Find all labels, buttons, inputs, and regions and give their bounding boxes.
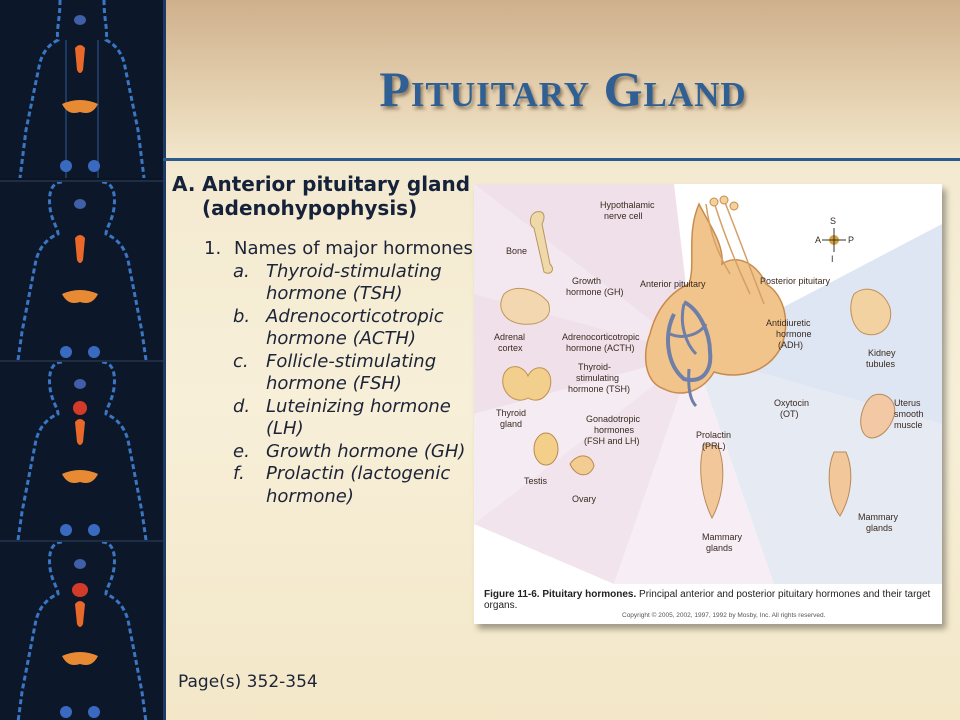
label-adh-2: hormone — [776, 329, 812, 339]
pituitary-figure: S A P I Hypothalamic nerve cell Bone Gro… — [474, 184, 942, 624]
label-anterior: Anterior pituitary — [640, 279, 706, 289]
endocrine-body-image — [0, 360, 163, 540]
label-tsh-2: stimulating — [576, 373, 619, 383]
label-gonado-2: hormones — [594, 425, 635, 435]
section-heading: A. Anterior pituitary gland (adenohypoph… — [172, 172, 482, 220]
compass-s: S — [830, 216, 836, 226]
section-heading-text: Anterior pituitary gland (adenohypophysi… — [202, 172, 471, 220]
label-kidney-1: Kidney — [868, 348, 896, 358]
label-mammary-right-1: Mammary — [858, 512, 898, 522]
label-gh-2: hormone (GH) — [566, 287, 624, 297]
label-mammary-right-2: glands — [866, 523, 893, 533]
label-prolactin-2: (PRL) — [702, 441, 726, 451]
label-adrenal-2: cortex — [498, 343, 523, 353]
label-adh-1: Antidiuretic — [766, 318, 811, 328]
hormone-item: b.Adrenocorticotropic hormone (ACTH) — [233, 305, 444, 350]
label-uterus-2: smooth — [894, 409, 924, 419]
label-acth-2: hormone (ACTH) — [566, 343, 635, 353]
label-gh-1: Growth — [572, 276, 601, 286]
label-acth-1: Adrenocorticotropic — [562, 332, 640, 342]
body-silhouette-strip — [0, 0, 163, 720]
hormone-item: e.Growth hormone (GH) — [233, 440, 466, 462]
label-uterus-1: Uterus — [894, 398, 921, 408]
label-tsh-1: Thyroid- — [578, 362, 611, 372]
label-oxytocin-2: (OT) — [780, 409, 799, 419]
label-posterior: Posterior pituitary — [760, 276, 831, 286]
label-prolactin-1: Prolactin — [696, 430, 731, 440]
hormone-item: f.Prolactin (lactogenic hormone) — [233, 463, 451, 507]
label-mammary-left-2: glands — [706, 543, 733, 553]
slide-title: Pituitary Gland — [379, 61, 747, 117]
page-reference: Page(s) 352-354 — [178, 672, 318, 692]
label-ovary: Ovary — [572, 494, 597, 504]
label-hypothalamic-2: nerve cell — [604, 211, 643, 221]
hormone-item: c.Follicle-stimulating hormone (FSH) — [233, 350, 437, 395]
label-mammary-left-1: Mammary — [702, 532, 742, 542]
label-tsh-3: hormone (TSH) — [568, 384, 630, 394]
label-kidney-2: tubules — [866, 359, 896, 369]
compass-a: A — [815, 235, 821, 245]
label-adh-3: (ADH) — [778, 340, 803, 350]
figure-copyright: Copyright © 2005, 2002, 1997, 1992 by Mo… — [622, 612, 826, 619]
label-hypothalamic-1: Hypothalamic — [600, 200, 655, 210]
hormone-item: d.Luteinizing hormone (LH) — [233, 395, 451, 440]
label-gonado-1: Gonadotropic — [586, 414, 641, 424]
compass-p: P — [848, 235, 854, 245]
label-uterus-3: muscle — [894, 420, 923, 430]
sidebar-divider — [163, 0, 166, 720]
label-thyroid-1: Thyroid — [496, 408, 526, 418]
subheading: 1. Names of major hormones — [204, 238, 473, 259]
figure-caption: Figure 11-6. Pituitary hormones. Princip… — [484, 589, 931, 611]
label-testis: Testis — [524, 476, 548, 486]
endocrine-body-image — [0, 180, 163, 360]
hormone-item: a.Thyroid-stimulating hormone (TSH) — [233, 260, 442, 305]
pituitary-diagram: S A P I Hypothalamic nerve cell Bone Gro… — [474, 184, 942, 584]
compass-i: I — [831, 254, 834, 264]
section-heading-label: A. — [172, 172, 196, 196]
label-gonado-3: (FSH and LH) — [584, 436, 640, 446]
label-oxytocin-1: Oxytocin — [774, 398, 809, 408]
endocrine-body-image — [0, 540, 163, 720]
endocrine-body-image — [0, 0, 163, 178]
label-adrenal-1: Adrenal — [494, 332, 525, 342]
hormone-list: 1. Names of major hormones a.Thyroid-sti… — [204, 238, 476, 508]
label-bone: Bone — [506, 246, 527, 256]
label-thyroid-2: gland — [500, 419, 522, 429]
title-divider — [163, 158, 960, 161]
